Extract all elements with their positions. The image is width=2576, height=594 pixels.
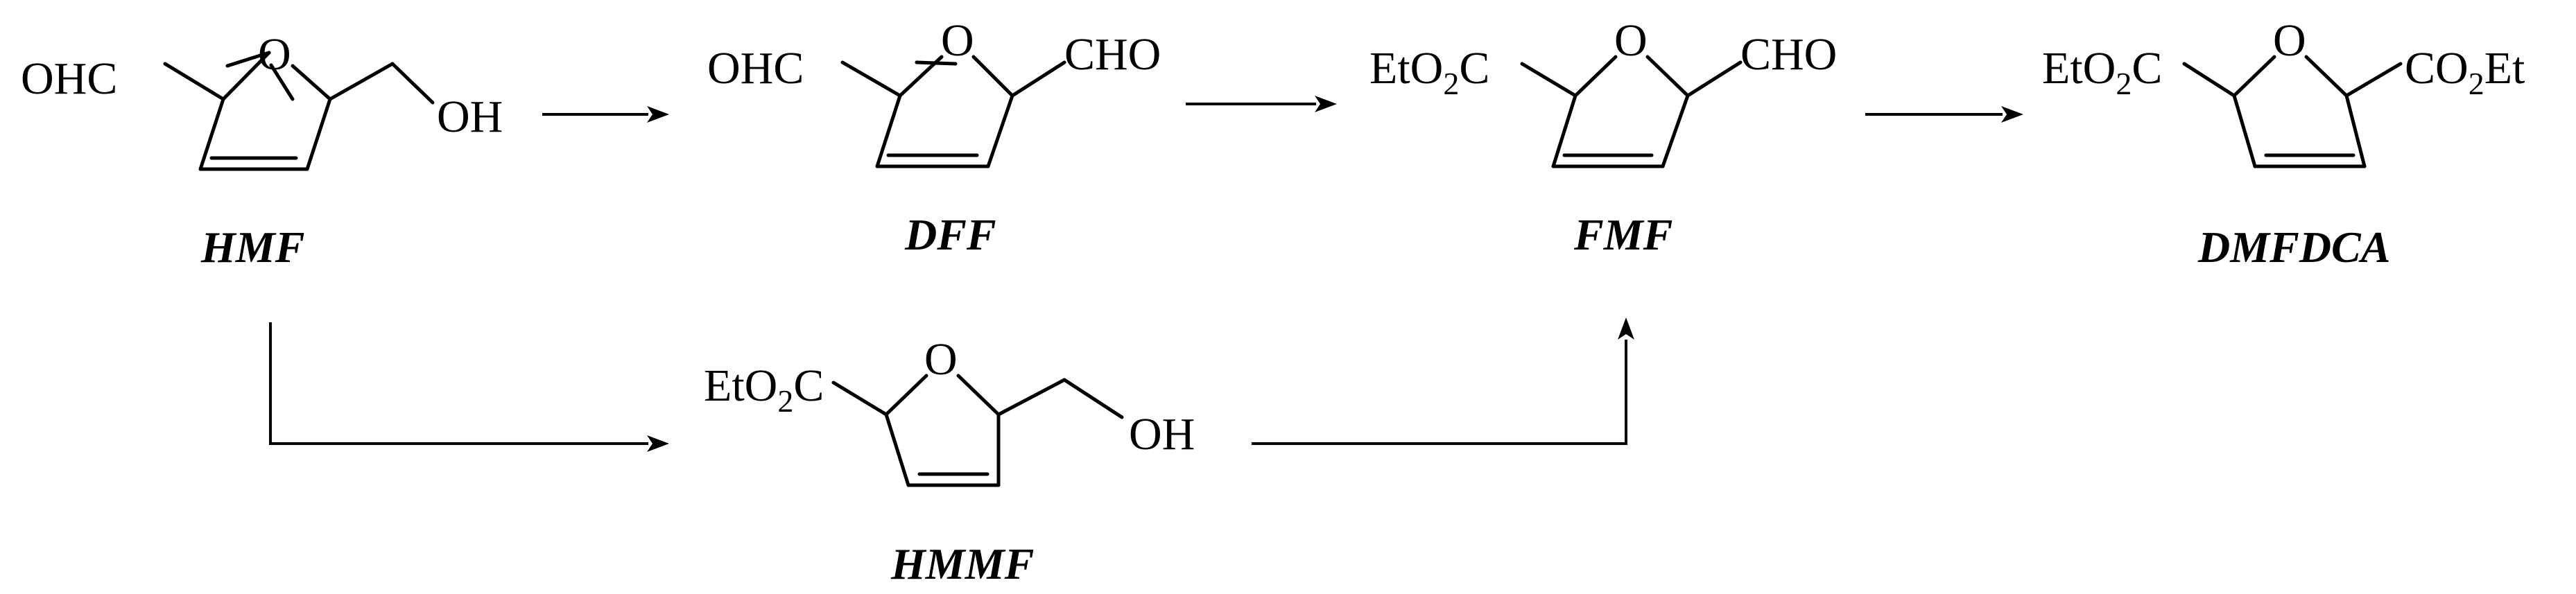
compound-label-hmmf: HMMF [890, 539, 1034, 588]
hydroxyl-group-label: OH [1129, 409, 1195, 460]
bond [225, 51, 271, 68]
compound-label-dff: DFF [904, 210, 996, 259]
bond [884, 374, 928, 417]
bond [1551, 94, 1577, 168]
bond [328, 62, 395, 101]
aldehyde-group-label: CHO [1740, 29, 1837, 80]
bond [1010, 60, 1066, 98]
bond [996, 378, 1066, 417]
bond [1661, 94, 1690, 168]
arrow-hmf-to-hmmf [269, 322, 669, 452]
aldehyde-group-label: OHC [707, 43, 804, 94]
arrow-head [1315, 96, 1337, 112]
bond [1573, 55, 1618, 98]
furan-ring [2232, 55, 2367, 168]
bond [269, 63, 295, 101]
bond [291, 64, 332, 101]
arrow-hmmf-to-fmf [1252, 317, 1634, 445]
compound-dmfdca: O EtO2C CO2Et DMFDCA [2042, 15, 2525, 272]
compound-fmf: O EtO2C CHO FMF [1369, 15, 1837, 259]
bond [2182, 62, 2236, 98]
arrow-dff-to-fmf [1186, 96, 1337, 112]
ester-group-label: EtO2C [1369, 43, 1489, 101]
ester-prefix: EtO [1369, 43, 1443, 94]
furan-ring [884, 374, 1001, 487]
bond [1062, 378, 1124, 419]
compound-hmmf: O EtO2C OH HMMF [704, 334, 1195, 588]
arrow-head [1618, 317, 1634, 340]
ring-oxygen-label: O [924, 334, 958, 385]
compound-label-fmf: FMF [1573, 210, 1672, 259]
bond [2304, 55, 2349, 98]
subscript: 2 [2116, 66, 2132, 101]
bond [986, 94, 1014, 168]
bond [884, 412, 910, 487]
arrow-shaft [269, 322, 648, 445]
furan-ring [875, 55, 1014, 168]
ring-oxygen-label: O [941, 15, 974, 66]
ester-prefix: EtO [704, 360, 777, 411]
ester-group-label: EtO2C [704, 360, 824, 419]
compound-hmf: O OHC OH HMF [21, 29, 503, 272]
ester-prefix: EtO [2042, 43, 2116, 94]
ring-oxygen-label: O [1614, 15, 1648, 66]
bond [971, 55, 1014, 98]
ester-group-label: EtO2C [2042, 43, 2162, 101]
ester-suffix: C [1459, 43, 1489, 94]
furan-ring [198, 51, 332, 171]
bond [163, 62, 225, 101]
ester-suffix: C [793, 360, 824, 411]
bond [390, 62, 435, 105]
bond [831, 381, 888, 417]
bond [305, 97, 332, 171]
bond [198, 97, 225, 171]
bond [2232, 55, 2276, 98]
ring-oxygen-label: O [258, 29, 291, 80]
aldehyde-group-label: CHO [1064, 29, 1161, 80]
ester-suffix: Et [2484, 43, 2525, 94]
arrow-head [2001, 106, 2023, 123]
subscript: 2 [777, 383, 793, 419]
bond [956, 374, 1001, 417]
bond [2344, 62, 2403, 98]
ester-suffix: C [2132, 43, 2162, 94]
bond [1645, 55, 1690, 98]
bond [875, 94, 902, 168]
ester-group-label: CO2Et [2405, 43, 2525, 101]
ring-oxygen-label: O [2273, 15, 2306, 66]
bond [1520, 62, 1577, 98]
arrow-head [647, 106, 669, 123]
subscript: 2 [2469, 66, 2484, 101]
bond [2232, 94, 2257, 168]
bond [898, 55, 944, 98]
hydroxyl-group-label: OH [437, 91, 503, 142]
compound-label-dmfdca: DMFDCA [2197, 222, 2390, 272]
furan-ring [1551, 55, 1690, 168]
bond [221, 51, 271, 101]
arrow-fmf-to-dmfdca [1865, 106, 2023, 123]
compound-label-hmf: HMF [200, 222, 304, 272]
arrow-hmf-to-dff [542, 106, 669, 123]
subscript: 2 [1443, 66, 1459, 101]
bond [1686, 60, 1743, 98]
arrow-shaft [1252, 340, 1627, 445]
bond [2344, 94, 2367, 168]
ester-prefix: CO [2405, 43, 2469, 94]
arrow-head [647, 435, 669, 452]
aldehyde-group-label: OHC [21, 53, 117, 104]
compound-dff: O OHC CHO DFF [707, 15, 1161, 259]
bond [840, 60, 902, 98]
